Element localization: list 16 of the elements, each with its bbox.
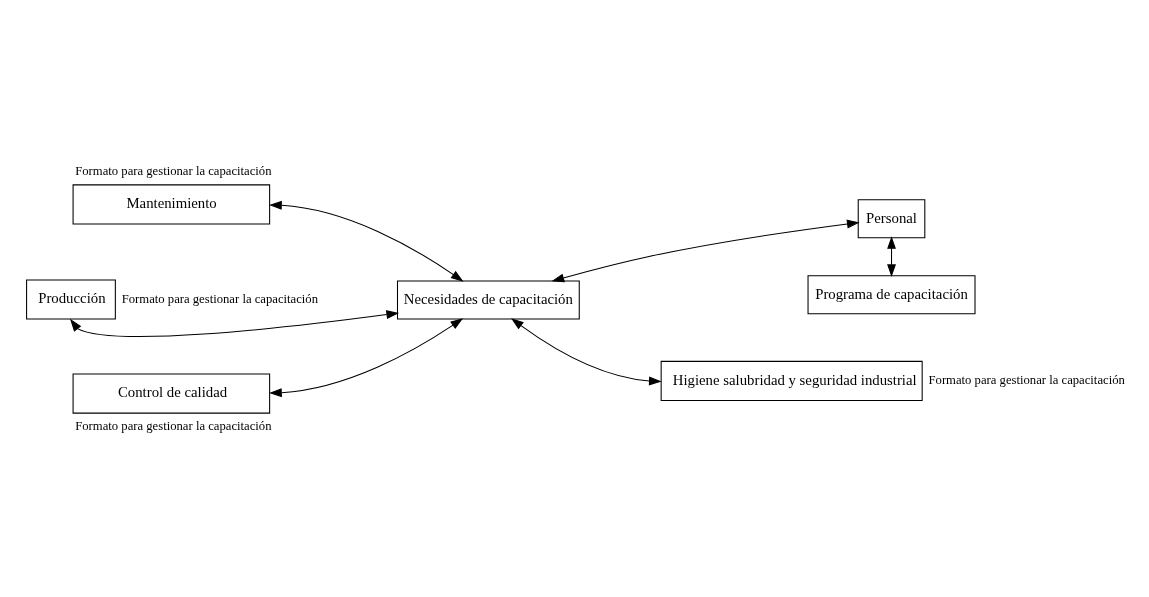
node-box: Control de calidad [72, 373, 271, 414]
node-label: Formato para gestionar la capacitación [75, 418, 272, 433]
node-box: Personal [857, 198, 926, 238]
arrow [70, 309, 400, 337]
node-box: Producción [26, 278, 116, 320]
arrow [551, 219, 860, 282]
node-box: Mantenimiento [72, 183, 271, 224]
node-label: Formato para gestionar la capacitación [75, 163, 272, 178]
node-label: Formato para gestionar la capacitación [928, 372, 1125, 387]
arrow [269, 317, 464, 397]
node-label: Formato para gestionar la capacitación [121, 291, 319, 306]
arrow [269, 200, 464, 282]
node-box: Programa de capacitación [807, 274, 976, 314]
arrow [511, 317, 662, 385]
node-box: Necesidades de capacitación [396, 280, 580, 320]
node-box: Higiene salubridad y seguridad industrial [660, 360, 923, 401]
